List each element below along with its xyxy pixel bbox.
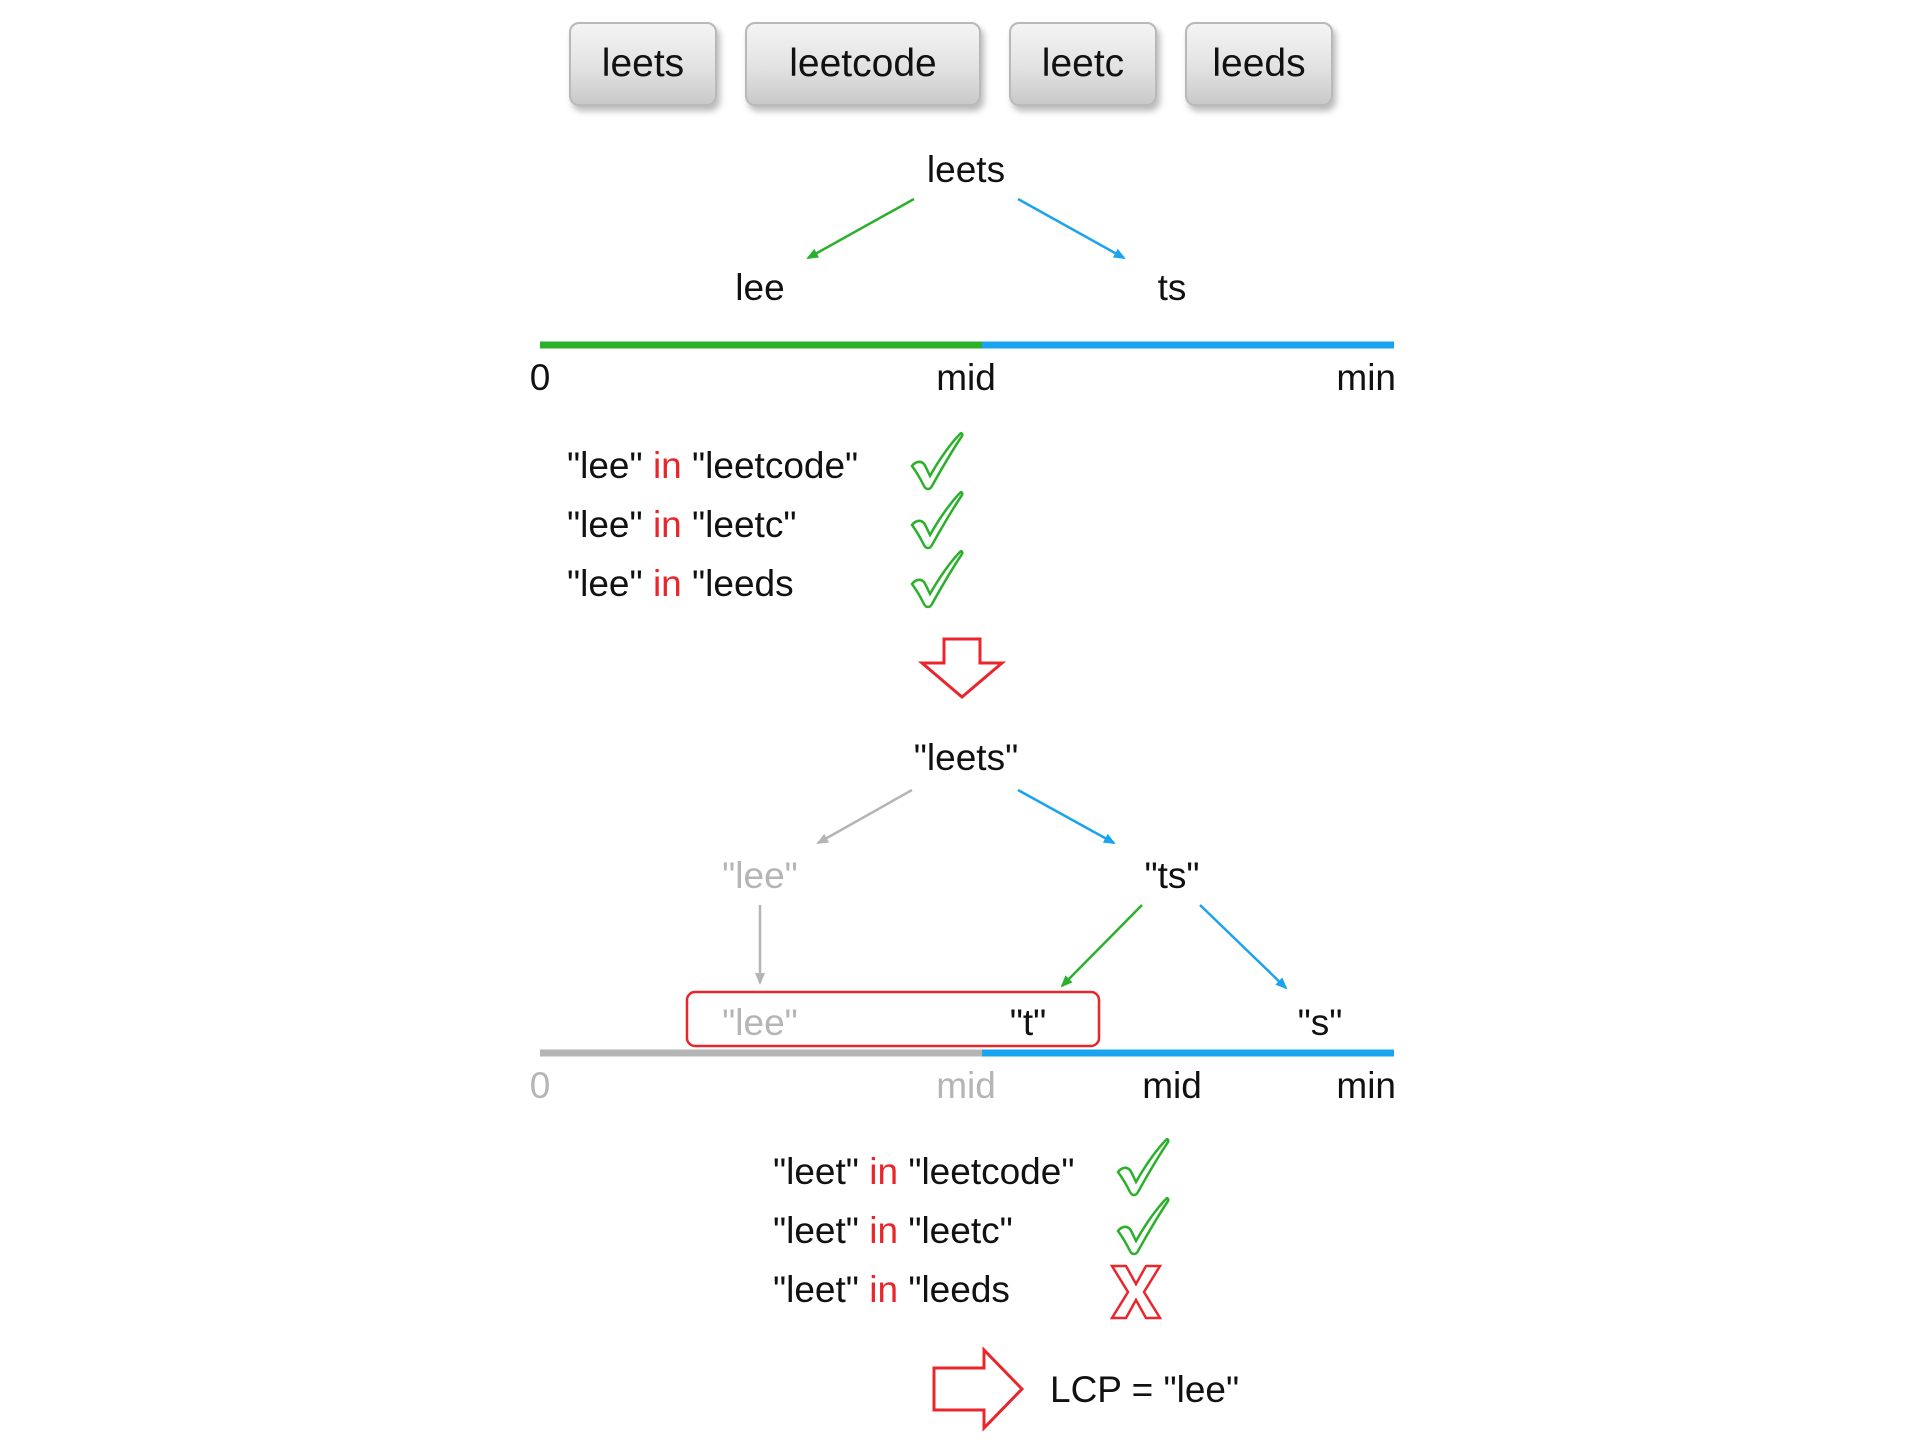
step2-root-label: "leets" xyxy=(914,737,1018,778)
step1-axis-label-0: 0 xyxy=(530,357,551,398)
lcp-candidate-box xyxy=(685,990,1101,1048)
down-arrow-icon xyxy=(917,637,1007,699)
check-lhs: "leet" xyxy=(773,1210,859,1251)
check-op: in xyxy=(869,1269,898,1310)
cross-icon xyxy=(1109,1264,1163,1320)
check-icon xyxy=(910,431,964,491)
step2-right-child-arrow xyxy=(1199,904,1288,990)
check-op: in xyxy=(869,1151,898,1192)
check-op: in xyxy=(869,1210,898,1251)
step2-left-child-arrow xyxy=(1060,904,1143,988)
check-lhs: "lee" xyxy=(567,445,643,486)
check-rhs: "leetcode" xyxy=(692,445,858,486)
word-box-leets: leets xyxy=(569,22,717,106)
check-lhs: "lee" xyxy=(567,504,643,545)
step2-check-row-1: "leet" in "leetcode" xyxy=(773,1151,1074,1192)
step1-check-row-3: "lee" in "leeds xyxy=(567,563,794,604)
check-icon xyxy=(910,490,964,550)
check-rhs: "leeds xyxy=(692,563,794,604)
step1-right-arrow xyxy=(1017,197,1126,260)
check-icon xyxy=(910,549,964,609)
check-op: in xyxy=(653,504,682,545)
step1-left-arrow xyxy=(806,197,915,260)
step2-right-arrow xyxy=(1017,788,1116,845)
word-box-leetc: leetc xyxy=(1009,22,1157,106)
step2-left-label: "lee" xyxy=(722,855,798,896)
step2-check-row-2: "leet" in "leetc" xyxy=(773,1210,1013,1251)
step2-axis-label-mid: mid xyxy=(1142,1065,1202,1106)
step2-left-arrow xyxy=(816,788,913,845)
word-box-leetcode: leetcode xyxy=(745,22,981,106)
right-arrow-icon xyxy=(932,1346,1025,1432)
step1-root-label: leets xyxy=(927,149,1005,190)
step1-check-row-1: "lee" in "leetcode" xyxy=(567,445,858,486)
step1-right-label: ts xyxy=(1158,267,1187,308)
step2-axis-label-0: 0 xyxy=(530,1065,551,1106)
conclusion-text: LCP = "lee" xyxy=(1050,1369,1239,1410)
step2-right-label: "ts" xyxy=(1144,855,1199,896)
check-lhs: "lee" xyxy=(567,563,643,604)
step2-axis-label-min: min xyxy=(1336,1065,1396,1106)
step2-box-right-label: "t" xyxy=(1010,1002,1047,1043)
step1-left-label: lee xyxy=(735,267,784,308)
check-icon xyxy=(1116,1137,1170,1197)
check-icon xyxy=(1116,1196,1170,1256)
check-rhs: "leetc" xyxy=(908,1210,1012,1251)
step2-box-left-label: "lee" xyxy=(722,1002,798,1043)
step1-check-row-2: "lee" in "leetc" xyxy=(567,504,796,545)
word-box-leeds: leeds xyxy=(1185,22,1333,106)
check-lhs: "leet" xyxy=(773,1151,859,1192)
check-rhs: "leetcode" xyxy=(908,1151,1074,1192)
check-op: in xyxy=(653,445,682,486)
step2-leaf-right-label: "s" xyxy=(1298,1002,1343,1043)
step1-axis-label-min: min xyxy=(1336,357,1396,398)
check-op: in xyxy=(653,563,682,604)
step2-axis-label-old-mid: mid xyxy=(936,1065,996,1106)
check-rhs: "leetc" xyxy=(692,504,796,545)
check-lhs: "leet" xyxy=(773,1269,859,1310)
step2-check-row-3: "leet" in "leeds xyxy=(773,1269,1010,1310)
step1-axis-label-mid: mid xyxy=(936,357,996,398)
check-rhs: "leeds xyxy=(908,1269,1010,1310)
